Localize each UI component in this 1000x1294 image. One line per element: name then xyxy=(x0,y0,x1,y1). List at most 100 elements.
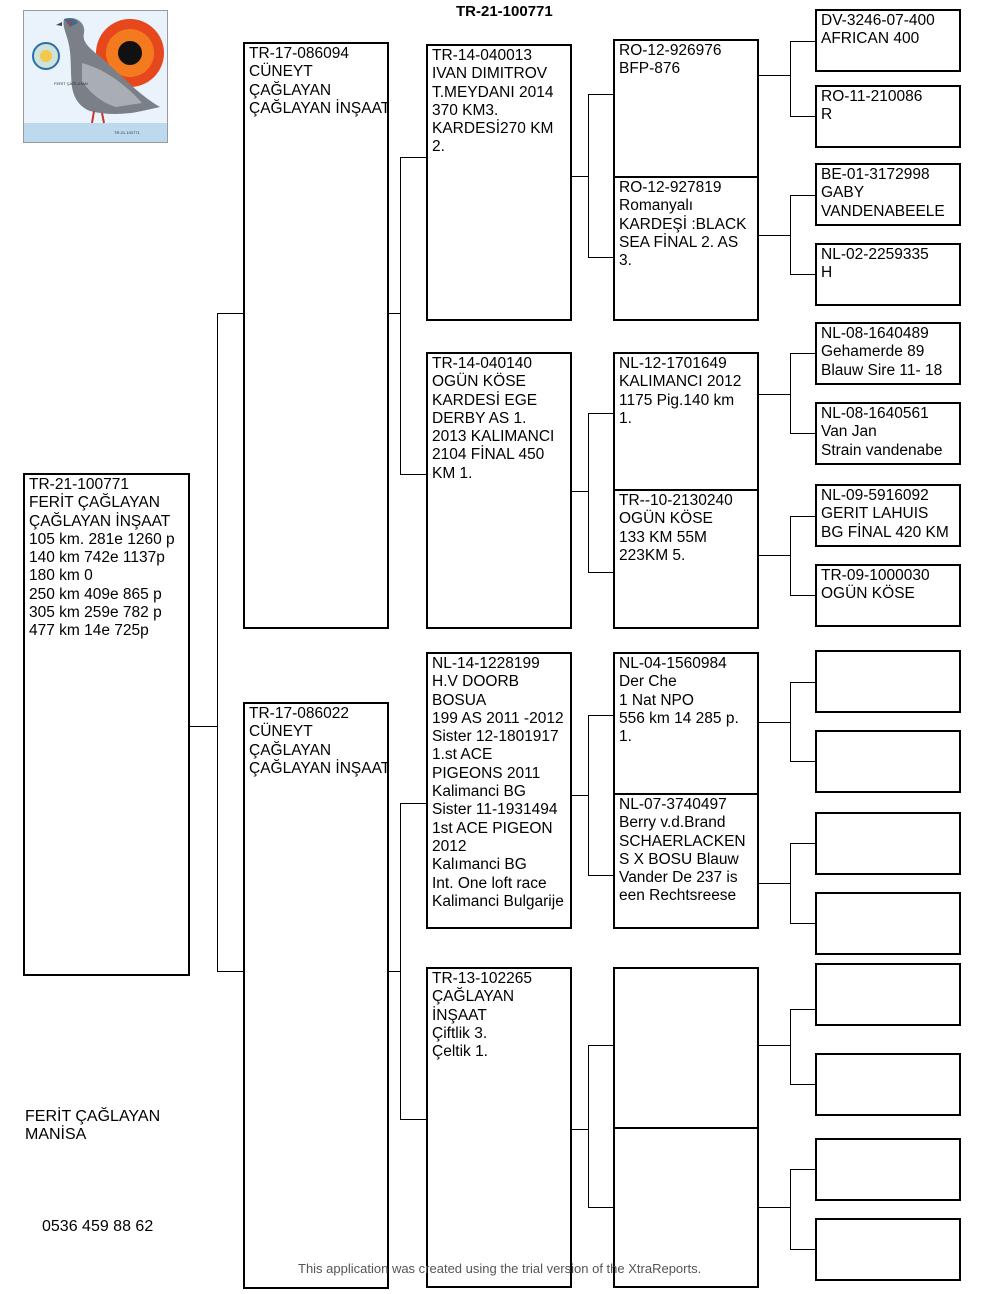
connector xyxy=(588,715,613,716)
pedigree-line: 2013 KALIMANCI xyxy=(432,428,555,446)
connector xyxy=(588,94,613,95)
pedigree-line: 140 km 742e 1137p xyxy=(29,549,165,567)
connector xyxy=(790,682,815,683)
pedigree-line: NL-04-1560984 xyxy=(619,655,727,672)
pedigree-line: RO-12-926976 xyxy=(619,42,722,59)
connector xyxy=(572,795,588,796)
gen4-box-9[interactable] xyxy=(815,650,961,713)
connector xyxy=(588,1045,589,1208)
gen4-box-14[interactable] xyxy=(815,1053,961,1116)
connector xyxy=(217,313,243,314)
pedigree-line: BFP-876 xyxy=(619,60,681,78)
pedigree-line: AFRICAN 400 xyxy=(821,30,920,48)
pedigree-line: Kalimanci Bulgarije xyxy=(432,892,564,910)
pedigree-line: TR-21-100771 xyxy=(29,476,129,493)
pedigree-line: NL-02-2259335 xyxy=(821,246,929,263)
pedigree-line: Kalimanci BG xyxy=(432,783,526,801)
gen4-box-12[interactable] xyxy=(815,892,961,955)
pedigree-line: 1175 Pig.140 km xyxy=(619,391,735,409)
connector xyxy=(790,274,815,275)
pedigree-line: NL-12-1701649 xyxy=(619,355,727,372)
pedigree-line: 370 KM3. xyxy=(432,101,499,119)
pedigree-line: Vander De 237 is xyxy=(619,869,738,887)
connector xyxy=(400,474,426,475)
pedigree-line: 133 KM 55M xyxy=(619,528,707,546)
gen4-box-11[interactable] xyxy=(815,812,961,875)
connector xyxy=(790,595,815,596)
pedigree-line: RO-11-210086 xyxy=(821,88,923,105)
gen4-box-13[interactable] xyxy=(815,963,961,1026)
connector xyxy=(790,1084,815,1085)
connector xyxy=(790,516,815,517)
pedigree-line: 305 km 259e 782 p xyxy=(29,604,162,622)
gen3-box-7[interactable] xyxy=(613,967,759,1130)
pedigree-line: SEA FİNAL 2. AS xyxy=(619,233,739,251)
connector xyxy=(588,413,589,573)
pedigree-line: TR-14-040140 xyxy=(432,355,532,372)
connector xyxy=(572,491,588,492)
connector xyxy=(588,1207,613,1208)
page-title: TR-21-100771 xyxy=(456,3,553,20)
connector xyxy=(588,413,613,414)
pedigree-line: Sister 11-1931494 xyxy=(432,801,558,819)
pedigree-line: İNŞAAT xyxy=(432,1006,487,1024)
connector xyxy=(790,923,815,924)
connector xyxy=(790,1169,815,1170)
pedigree-line: S X BOSU Blauw xyxy=(619,850,739,868)
gen4-box-15[interactable] xyxy=(815,1138,961,1201)
pedigree-line: BG FİNAL 420 KM xyxy=(821,523,949,541)
connector xyxy=(790,41,815,42)
gen4-box-16[interactable] xyxy=(815,1218,961,1281)
pedigree-line: 105 km. 281e 1260 p xyxy=(29,530,175,548)
connector xyxy=(759,555,790,556)
pedigree-line: H.V DOORB xyxy=(432,673,519,691)
connector xyxy=(790,843,791,924)
pedigree-line: Blauw Sire 11- 18 xyxy=(821,361,943,379)
connector xyxy=(217,971,243,972)
pedigree-line: ÇAĞLAYAN xyxy=(249,81,332,99)
pedigree-line: Romanyalı xyxy=(619,197,694,215)
pedigree-line: een Rechtsreese xyxy=(619,887,737,905)
pedigree-line: NL-08-1640489 xyxy=(821,325,929,342)
pedigree-line: 2. xyxy=(432,138,445,156)
pedigree-line: RO-12-927819 xyxy=(619,179,722,196)
connector xyxy=(400,1119,426,1120)
gen4-box-10[interactable] xyxy=(815,730,961,793)
connector xyxy=(217,313,218,972)
pedigree-line: OGÜN KÖSE xyxy=(821,585,915,603)
pedigree-line: TR-14-040013 xyxy=(432,47,532,64)
photo-card-captions: FERİT ÇAĞLAYAN TR-21-100771 xyxy=(54,81,141,135)
gen3-box-8[interactable] xyxy=(613,1127,759,1288)
pedigree-line: BOSUA xyxy=(432,691,487,709)
pedigree-line: TR-17-086094 xyxy=(249,45,349,62)
connector xyxy=(790,843,815,844)
pedigree-line: FERİT ÇAĞLAYAN xyxy=(29,494,160,512)
pedigree-line: R xyxy=(821,106,833,124)
pedigree-line: KARDEŞİ :BLACK xyxy=(619,215,747,233)
connector xyxy=(759,394,790,395)
connector xyxy=(759,1207,790,1208)
connector xyxy=(400,157,426,158)
photo-card-ring: TR-21-100771 xyxy=(114,130,141,135)
